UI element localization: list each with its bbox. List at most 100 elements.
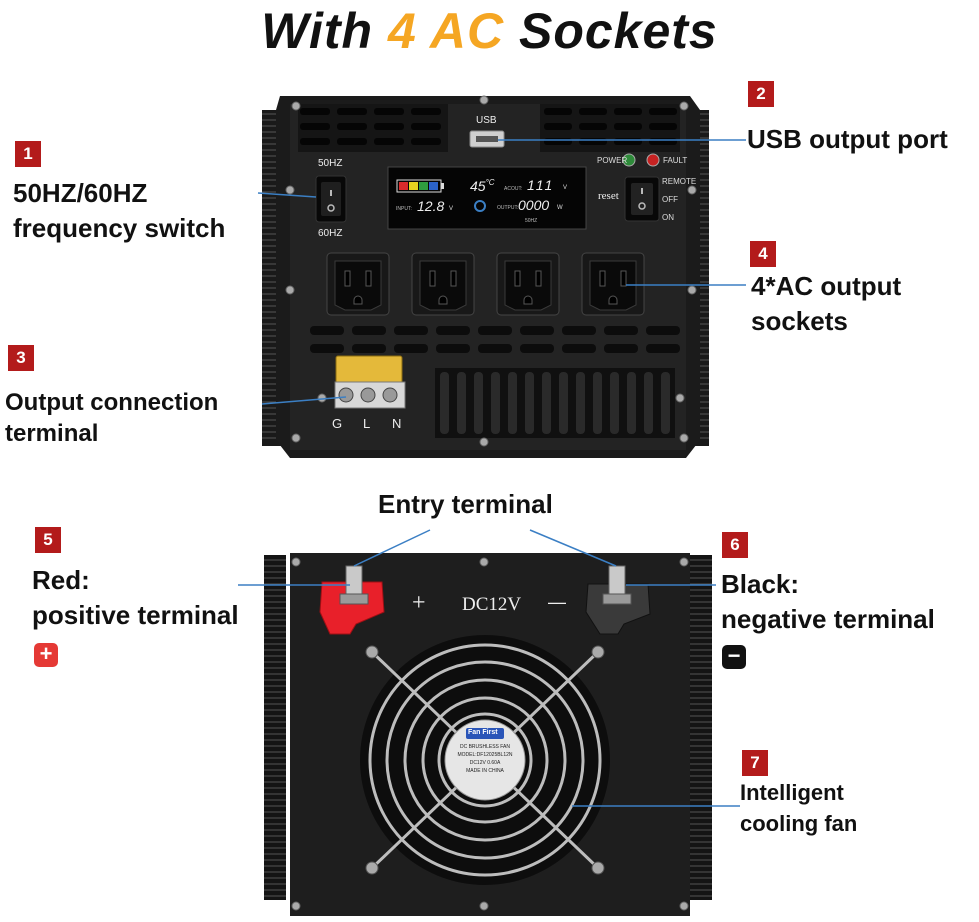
minus-icon: − xyxy=(722,645,746,669)
callout-text-4: 4*AC output sockets xyxy=(751,269,901,339)
power-label: POWER xyxy=(597,156,628,165)
callout-badge-5: 5 xyxy=(35,527,61,553)
back-plus-sign: + xyxy=(412,590,426,616)
screw-icon xyxy=(291,557,301,567)
cooling-fan xyxy=(360,635,610,885)
callout-line: negative terminal xyxy=(721,604,935,634)
callout-text-2: USB output port xyxy=(747,122,948,157)
screw-icon xyxy=(285,185,295,195)
screw-icon xyxy=(687,185,697,195)
back-voltage-label: DC12V xyxy=(462,594,522,615)
callout-text-1: 50HZ/60HZ frequency switch xyxy=(13,176,225,246)
on-label: ON xyxy=(662,213,674,222)
terminal-label-l: L xyxy=(363,416,371,431)
screw-icon xyxy=(291,433,301,443)
callout-line: Red: xyxy=(32,565,90,595)
callout-line: sockets xyxy=(751,306,848,336)
plus-icon: + xyxy=(34,643,58,667)
usb-label: USB xyxy=(476,115,497,126)
screw-icon xyxy=(479,437,489,447)
callout-badge-6: 6 xyxy=(722,532,748,558)
callout-badge-1: 1 xyxy=(15,141,41,167)
screw-icon xyxy=(291,101,301,111)
fan-sticker-text: DC BRUSHLESS FAN MODEL:DF12025BL12N DC12… xyxy=(452,743,518,775)
fan-sticker-line: DC12V 0.60A xyxy=(469,760,501,766)
screw-icon xyxy=(679,433,689,443)
lcd-acout-unit: V xyxy=(563,185,568,191)
lcd-temp-unit: °C xyxy=(485,178,495,187)
callout-text-3: Output connection terminal xyxy=(5,387,218,449)
screw-icon xyxy=(479,901,489,911)
lcd-acout-value: 111 xyxy=(527,177,555,193)
screw-icon xyxy=(679,557,689,567)
terminal-screw-g xyxy=(338,387,354,403)
callout-badge-4: 4 xyxy=(750,241,776,267)
lcd-temp-value: 45 xyxy=(470,178,486,194)
terminal-label-g: G xyxy=(332,416,343,431)
fan-sticker-line: MODEL:DF12025BL12N xyxy=(457,752,513,758)
hz50-label: 50HZ xyxy=(318,158,343,169)
fan-status-icon xyxy=(474,200,486,212)
callout-line: USB output port xyxy=(747,124,948,154)
power-led-icon xyxy=(622,153,636,167)
screw-icon xyxy=(285,285,295,295)
screw-icon xyxy=(317,393,327,403)
hz60-label: 60HZ xyxy=(318,228,343,239)
black-negative-terminal xyxy=(585,583,651,635)
lcd-output-unit: W xyxy=(557,205,563,211)
back-minus-sign: — xyxy=(548,592,566,612)
lcd-input-unit: V xyxy=(449,206,454,212)
callout-text-5: Red: positive terminal xyxy=(32,563,239,633)
callout-badge-3: 3 xyxy=(8,345,34,371)
callout-line: positive terminal xyxy=(32,600,239,630)
off-label: OFF xyxy=(662,195,678,204)
title-prefix: With xyxy=(261,3,374,59)
lower-vents xyxy=(435,368,675,438)
reset-label: reset xyxy=(598,190,619,202)
callout-line: cooling fan xyxy=(740,811,858,836)
ac-socket xyxy=(581,252,645,316)
screw-icon xyxy=(687,285,697,295)
callout-line: frequency switch xyxy=(13,213,226,243)
screw-icon xyxy=(679,101,689,111)
lcd-input-label: INPUT: xyxy=(396,206,412,212)
lcd-output-value: 0000 xyxy=(518,197,550,213)
pointer-lines xyxy=(238,139,746,807)
callout-line: Intelligent xyxy=(740,780,844,805)
screw-icon xyxy=(675,393,685,403)
lcd-acout-label: ACOUT: xyxy=(504,186,523,192)
title-suffix: Sockets xyxy=(518,3,718,59)
remote-label: REMOTE xyxy=(662,177,697,186)
fan-brand: Fan First xyxy=(468,729,498,736)
page-title: With 4 AC Sockets xyxy=(0,2,979,60)
callout-line: 50HZ/60HZ xyxy=(13,178,148,208)
callout-badge-7: 7 xyxy=(742,750,768,776)
entry-terminal-label: Entry terminal xyxy=(378,489,553,519)
lcd-output-label: OUTPUT: xyxy=(497,205,519,211)
lcd-freq: 50HZ xyxy=(525,218,538,224)
callout-badge-2: 2 xyxy=(748,81,774,107)
screw-icon xyxy=(679,901,689,911)
lcd-temp: 45°C xyxy=(470,178,495,194)
title-highlight: 4 AC xyxy=(388,3,505,59)
callout-line: Output connection xyxy=(5,389,219,416)
fan-sticker-line: DC BRUSHLESS FAN xyxy=(459,744,510,750)
callout-line: 4*AC output xyxy=(751,271,902,301)
callout-line: Black: xyxy=(721,569,800,599)
ac-socket xyxy=(326,252,390,316)
terminal-label-n: N xyxy=(392,416,402,431)
lcd-input-value: 12.8 xyxy=(417,198,445,214)
terminal-screw-n xyxy=(382,387,398,403)
fault-label: FAULT xyxy=(663,156,688,165)
terminal-screw-l xyxy=(360,387,376,403)
lcd-display xyxy=(387,166,587,230)
screw-icon xyxy=(291,901,301,911)
screw-icon xyxy=(479,557,489,567)
screw-icon xyxy=(479,95,489,105)
callout-line: terminal xyxy=(5,420,99,447)
ac-socket xyxy=(496,252,560,316)
callout-text-6: Black: negative terminal xyxy=(721,567,935,637)
callout-text-7: Intelligent cooling fan xyxy=(740,777,857,839)
fan-sticker-line: MADE IN CHINA xyxy=(466,768,504,774)
